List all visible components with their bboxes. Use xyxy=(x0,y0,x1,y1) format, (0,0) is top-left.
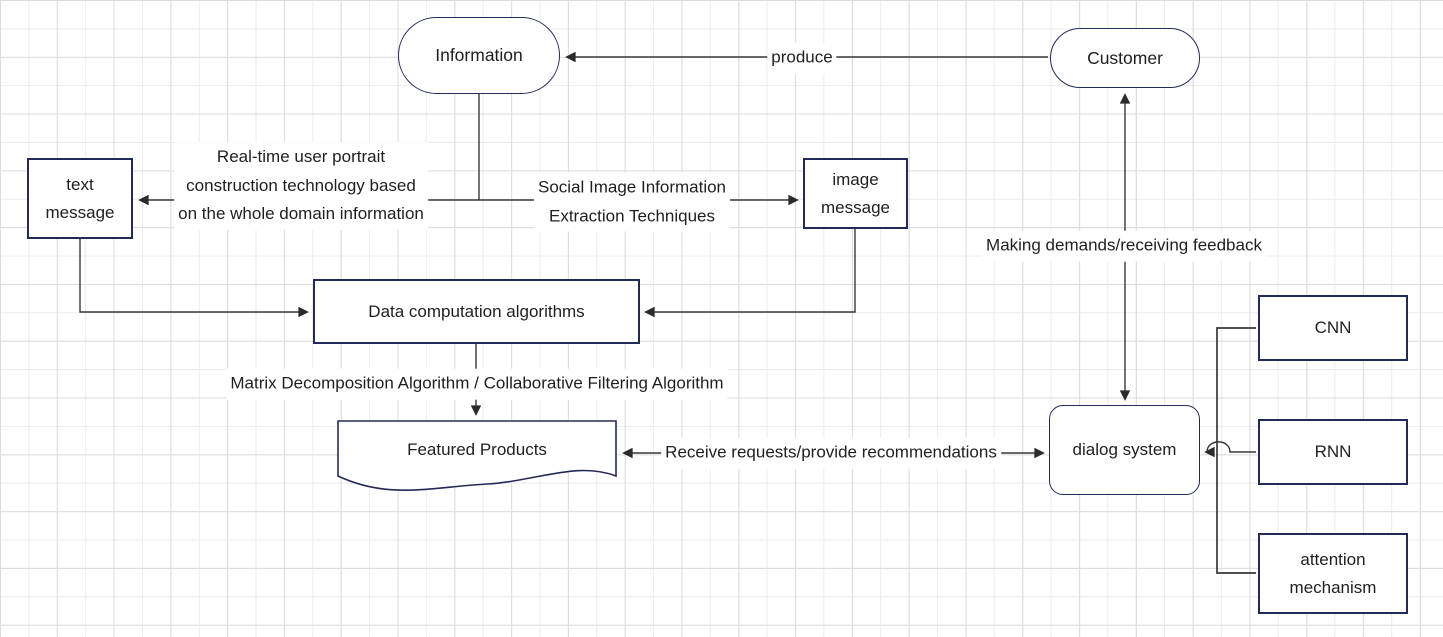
edge-text-to-data-computation xyxy=(79,239,309,318)
node-information-label: Information xyxy=(435,45,523,66)
node-cnn[interactable]: CNN xyxy=(1258,295,1408,361)
node-image-message[interactable]: image message xyxy=(803,158,908,229)
node-customer[interactable]: Customer xyxy=(1050,28,1200,88)
node-data-computation-label: Data computation algorithms xyxy=(368,301,585,321)
node-text-message[interactable]: text message xyxy=(27,158,133,239)
edge-label-social-image-extraction: Social Image Information Extraction Tech… xyxy=(533,172,731,232)
node-image-message-label: image message xyxy=(821,169,890,217)
node-dialog-system-label: dialog system xyxy=(1072,440,1177,460)
edge-image-to-data-computation xyxy=(644,229,856,318)
node-text-message-label: text message xyxy=(45,174,115,222)
edge-cnn-attention-bracket xyxy=(1216,327,1256,574)
node-customer-label: Customer xyxy=(1087,47,1163,68)
edge-rnn-to-dialog xyxy=(1204,441,1256,458)
node-featured-products[interactable]: Featured Products xyxy=(337,420,617,494)
document-shape xyxy=(337,420,617,492)
node-attention-mechanism[interactable]: attention mechanism xyxy=(1258,533,1408,614)
edge-label-produce: produce xyxy=(767,42,837,74)
edge-label-matrix-decomposition: Matrix Decomposition Algorithm / Collabo… xyxy=(226,368,728,400)
node-dialog-system[interactable]: dialog system xyxy=(1049,405,1200,495)
node-attention-mechanism-label: attention mechanism xyxy=(1289,549,1377,597)
node-featured-products-label: Featured Products xyxy=(407,440,547,459)
node-data-computation-algorithms[interactable]: Data computation algorithms xyxy=(313,279,640,344)
edge-label-receive-requests: Receive requests/provide recommendations xyxy=(661,437,1001,469)
node-information[interactable]: Information xyxy=(398,17,560,94)
node-cnn-label: CNN xyxy=(1314,318,1352,338)
edge-label-making-demands: Making demands/receiving feedback xyxy=(982,230,1266,262)
node-rnn-label: RNN xyxy=(1314,442,1352,462)
node-rnn[interactable]: RNN xyxy=(1258,419,1408,485)
edge-label-realtime-portrait: Real-time user portrait construction tec… xyxy=(174,142,428,230)
